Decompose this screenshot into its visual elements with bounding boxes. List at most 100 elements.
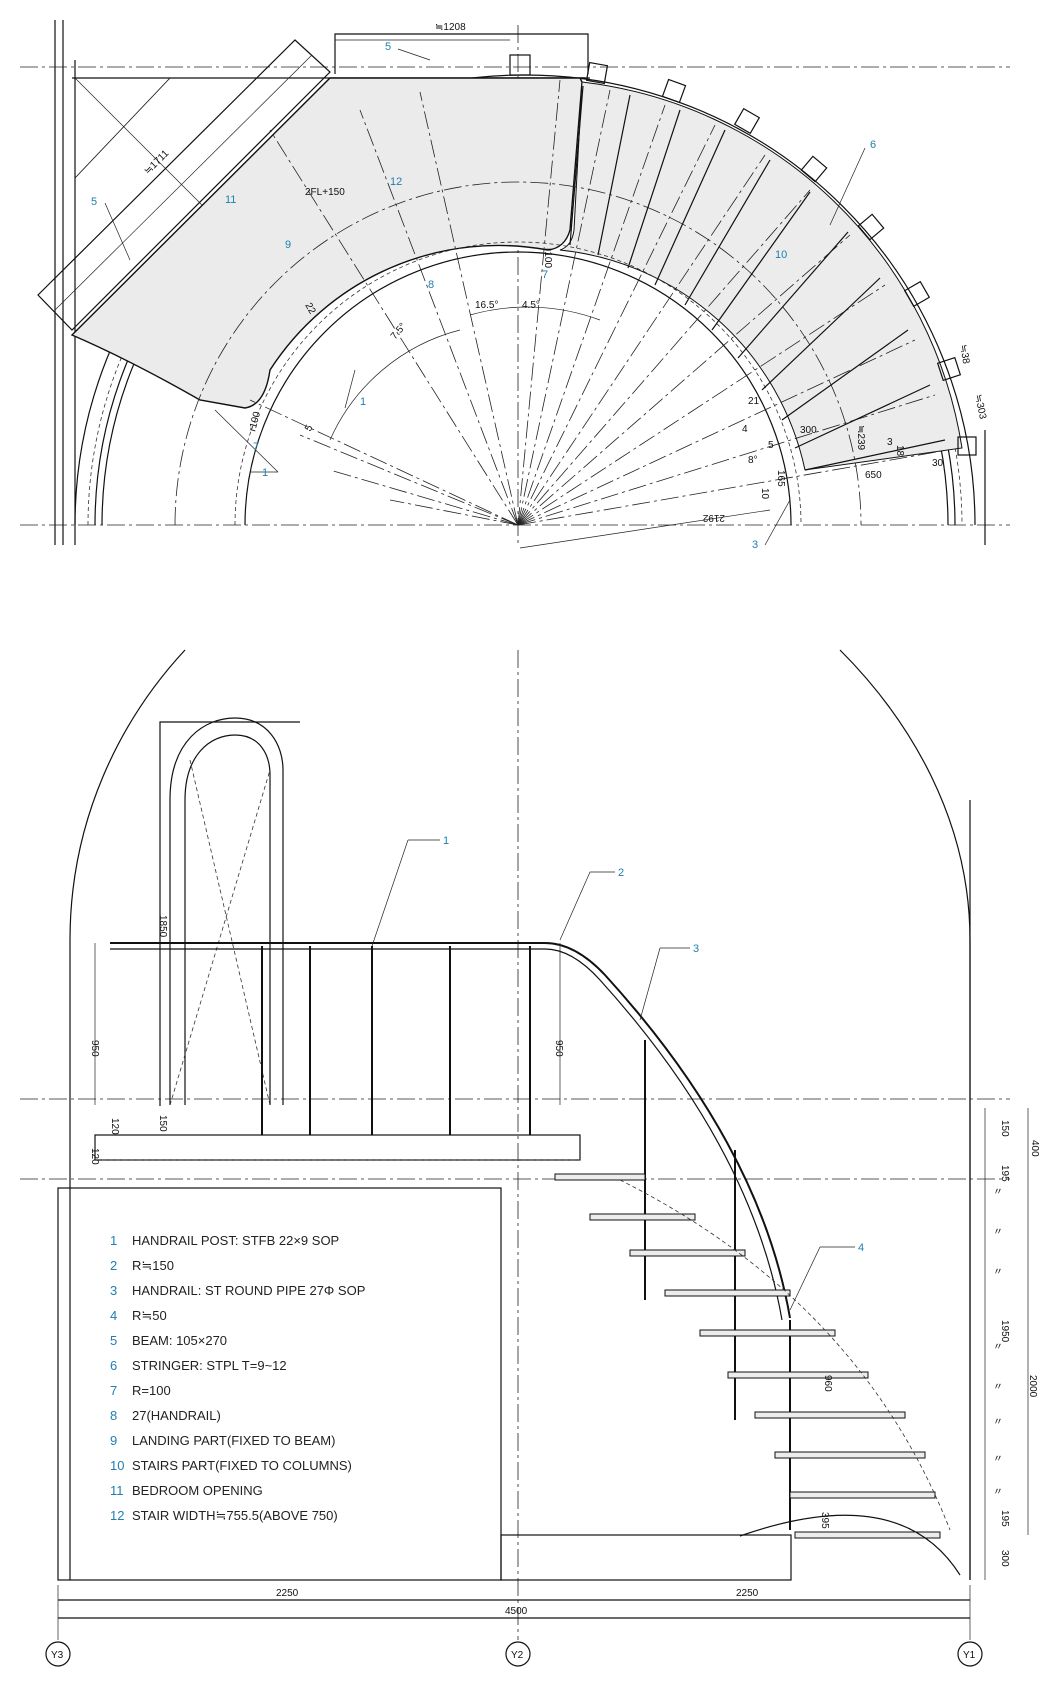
plan-callout-5-left: 5: [91, 196, 97, 208]
legend-num: 5: [110, 1333, 118, 1348]
legend-text: LANDING PART(FIXED TO BEAM): [132, 1433, 336, 1448]
plan-dim-angle-a: 16.5°: [475, 300, 498, 311]
legend-item: 5 BEAM: 105×270: [110, 1328, 490, 1353]
plan-leaders: [104, 48, 866, 549]
elev-dim-r400: 400: [1029, 1140, 1040, 1157]
grid-bubble-y1: [957, 1641, 983, 1667]
legend-text: BEDROOM OPENING: [132, 1483, 263, 1498]
elev-bedroom-arch-inner: [184, 734, 271, 1105]
plan-callout-7-low: 7: [253, 441, 259, 453]
legend-text: BEAM: 105×270: [132, 1333, 228, 1348]
elev-dim-h120a: 120: [109, 1118, 120, 1135]
legend-num: 10: [110, 1458, 125, 1473]
plan-callout-12: 12: [390, 176, 402, 188]
plan-callout-3: 3: [752, 539, 758, 551]
plan-stair-treads-area: [559, 81, 963, 471]
plan-callout-5-top: 5: [385, 41, 391, 53]
elev-dim-ditto-5: 〃: [993, 1382, 1003, 1393]
legend-text: HANDRAIL: ST ROUND PIPE 27Φ SOP: [132, 1283, 366, 1298]
elev-dim-r300: 300: [999, 1550, 1010, 1567]
elev-callout-1: 1: [443, 835, 449, 847]
plan-callout-7-mid: 7: [542, 269, 548, 281]
elev-dim-ditto-3: 〃: [993, 1267, 1003, 1278]
plan-dim-gap5b: 5: [768, 440, 774, 451]
elev-dim-h950-left: 950: [89, 1040, 100, 1057]
elev-dim-h120b: 120: [89, 1148, 100, 1165]
plan-dim-gap21: 21: [748, 396, 760, 407]
legend-text: 27(HANDRAIL): [132, 1408, 221, 1423]
elev-callout-2: 2: [618, 867, 624, 879]
legend-item: 12 STAIR WIDTH≒755.5(ABOVE 750): [110, 1503, 490, 1528]
elev-landing-slab: [94, 1134, 581, 1161]
plan-callout-10: 10: [775, 249, 787, 261]
legend-text: R≒50: [132, 1308, 167, 1323]
plan-angle-arc-small: [329, 329, 461, 441]
plan-dim-d650: 650: [865, 470, 882, 481]
elev-dim-r150: 150: [999, 1120, 1010, 1137]
legend-num: 7: [110, 1383, 118, 1398]
plan-dim-r100-a: r100: [542, 248, 553, 268]
plan-diagonal-beam-center: [54, 54, 313, 311]
elev-dim-ditto-1: 〃: [993, 1187, 1003, 1198]
plan-dim-gap5: 5: [303, 423, 316, 434]
plan-dim-d3: 3: [887, 437, 893, 448]
elev-handrail-posts: [261, 946, 531, 1135]
elev-left-arch: [69, 649, 186, 1580]
elev-lower-wall-left: [57, 1187, 502, 1581]
plan-dim-d300: 300: [800, 425, 817, 436]
legend-item: 9 LANDING PART(FIXED TO BEAM): [110, 1428, 490, 1453]
legend-text: STAIR WIDTH≒755.5(ABOVE 750): [132, 1508, 338, 1523]
elev-right-arch: [839, 649, 971, 1580]
plan-angle-arc-top: [469, 306, 601, 321]
plan-dim-d38: ≒38: [957, 344, 971, 366]
elev-stringer-curve: [619, 1179, 951, 1531]
plan-dim-d303: ≒303: [972, 393, 988, 420]
legend-item: 10 STAIRS PART(FIXED TO COLUMNS): [110, 1453, 490, 1478]
plan-dim-gap4: 4: [742, 424, 748, 435]
elev-dim-r195a: 195: [999, 1165, 1010, 1182]
legend-num: 1: [110, 1233, 118, 1248]
elev-dim-ditto-8: 〃: [993, 1487, 1003, 1498]
legend-text: STAIRS PART(FIXED TO COLUMNS): [132, 1458, 352, 1473]
elev-bottom-step-block: [500, 1534, 792, 1581]
plan-dim-d239: ≒239: [855, 425, 866, 451]
elev-bottom-stringer: [739, 1514, 961, 1576]
plan-callout-6: 6: [870, 139, 876, 151]
elev-dim-h150: 150: [157, 1115, 168, 1132]
plan-callout-8: 8: [428, 279, 434, 291]
grid-label-y1: Y1: [963, 1650, 976, 1661]
plan-landing-area: [70, 77, 586, 409]
elev-dim-h1850: 1850: [157, 915, 168, 938]
grid-bubble-y2: [505, 1641, 531, 1667]
plan-callout-1-mid: 1: [360, 396, 366, 408]
legend-text: R=100: [132, 1383, 171, 1398]
elev-dim-w2250-right: 2250: [736, 1588, 759, 1599]
legend-num: 6: [110, 1358, 118, 1373]
elev-bedroom-arch: [169, 717, 284, 1105]
elev-dim-ditto-6: 〃: [993, 1417, 1003, 1428]
plan-tread-lines: [569, 85, 946, 471]
elev-dim-r1950: 1950: [999, 1320, 1010, 1343]
elev-curved-handrail: [544, 942, 791, 1319]
grid-bubble-y3: [45, 1641, 71, 1667]
plan-inner-arc: [244, 251, 792, 526]
elev-dim-h950-right: 950: [553, 1040, 564, 1057]
elev-opening-diag-1: [169, 769, 271, 1106]
plan-callout-11: 11: [225, 194, 236, 206]
legend-text: HANDRAIL POST: STFB 22×9 SOP: [132, 1233, 340, 1248]
legend-num: 12: [110, 1508, 125, 1523]
plan-view: ≒1208 ≒1711 2FL+150 16.5° 4.5° 7.5° r100…: [20, 20, 1010, 551]
plan-dim-d165: 165: [775, 470, 786, 487]
legend-num: 9: [110, 1433, 118, 1448]
legend-num: 8: [110, 1408, 118, 1423]
elev-dim-r960: 960: [822, 1375, 833, 1392]
plan-top-beam-box: [334, 33, 589, 74]
plan-walkline-arc: [174, 181, 862, 526]
plan-callout-1-low: 1: [262, 467, 268, 479]
legend-num: 2: [110, 1258, 118, 1273]
legend-text: R≒150: [132, 1258, 174, 1273]
legend-num: 11: [110, 1483, 124, 1498]
